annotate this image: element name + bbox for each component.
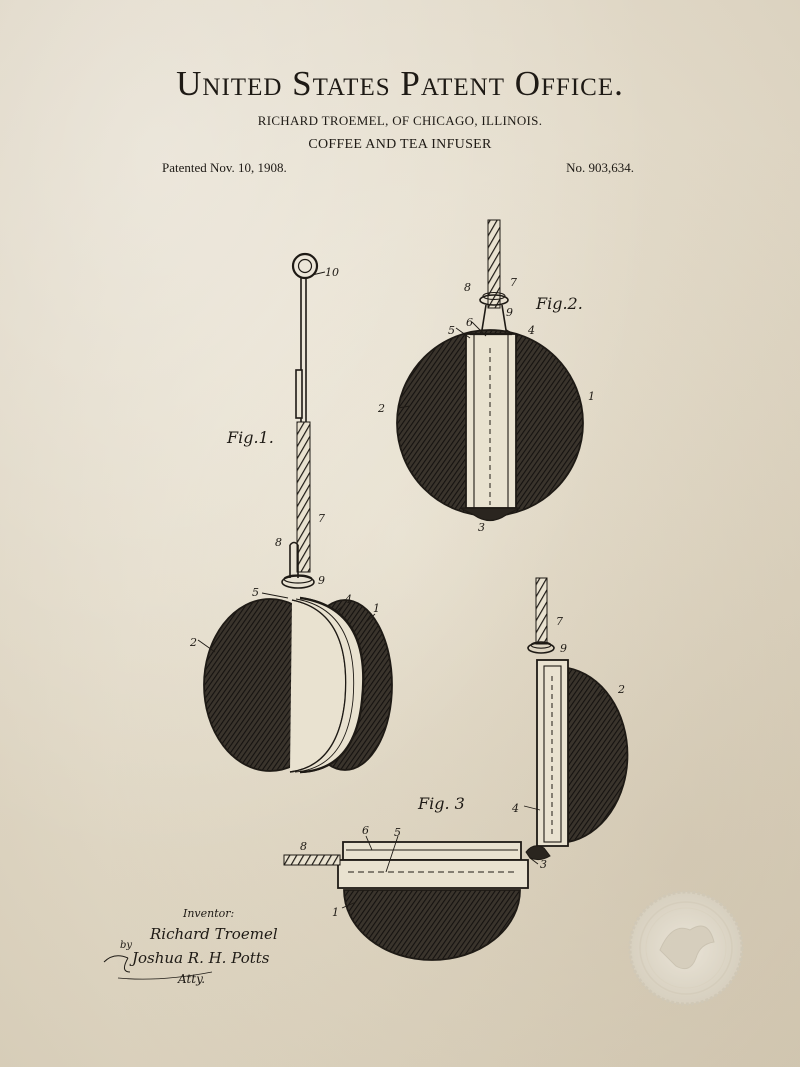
- fig2-label: Fig.2.: [535, 294, 583, 313]
- fig3-label: Fig. 3: [417, 794, 465, 813]
- ref-8-fig2: 8: [464, 281, 471, 294]
- ref-9-fig3: 9: [560, 642, 567, 655]
- attorney-signature: Joshua R. H. Potts: [129, 949, 270, 967]
- ref-7-fig3: 7: [556, 615, 563, 628]
- inventor-signature: Richard Troemel: [149, 925, 278, 943]
- figure-2: [396, 219, 584, 522]
- ref-9-fig2: 9: [506, 306, 513, 319]
- inventor-line: RICHARD TROEMEL, OF CHICAGO, ILLINOIS.: [257, 113, 543, 128]
- ref-8-fig3: 8: [300, 840, 307, 853]
- ref-3-fig3: 3: [540, 858, 547, 871]
- signature-block: Inventor: Richard Troemel by Joshua R. H…: [103, 907, 278, 986]
- ref-2-fig3: 2: [617, 683, 625, 696]
- by-label: by: [120, 940, 132, 951]
- ref-4-fig2: 4: [527, 324, 535, 337]
- ref-10-fig1: 10: [325, 266, 339, 279]
- patent-number: No. 903,634.: [566, 160, 634, 175]
- figure-3: [283, 577, 629, 961]
- ref-1-fig3: 1: [332, 906, 339, 919]
- ref-5-fig3: 5: [394, 826, 401, 839]
- ref-3-fig2: 3: [478, 521, 485, 534]
- ref-6-fig2: 6: [466, 316, 473, 329]
- ref-7-fig2: 7: [510, 276, 517, 289]
- fig1-label: Fig.1.: [226, 428, 274, 447]
- ref-5-fig2: 5: [448, 324, 455, 337]
- ref-5-fig1: 5: [252, 586, 259, 599]
- ref-1-fig1: 1: [373, 602, 380, 615]
- ref-7-fig1: 7: [318, 512, 325, 525]
- inventor-label: Inventor:: [182, 907, 234, 920]
- ref-9-fig1: 9: [318, 574, 325, 587]
- attys-label: Atty.: [177, 972, 205, 986]
- ref-6-fig3: 6: [362, 824, 369, 837]
- ref-2-fig2: 2: [377, 402, 385, 415]
- ref-4-fig3: 4: [511, 802, 519, 815]
- ref-8-fig1: 8: [275, 536, 282, 549]
- patent-office-title: United States Patent Office.: [176, 64, 624, 103]
- ref-1-fig2: 1: [588, 390, 595, 403]
- invention-title: COFFEE AND TEA INFUSER: [308, 137, 492, 152]
- ref-4-fig1: 4: [344, 593, 352, 606]
- patent-seal-icon: [628, 890, 744, 1006]
- patent-date: Patented Nov. 10, 1908.: [162, 160, 287, 175]
- ref-2-fig1: 2: [189, 636, 197, 649]
- figure-1: [197, 252, 393, 774]
